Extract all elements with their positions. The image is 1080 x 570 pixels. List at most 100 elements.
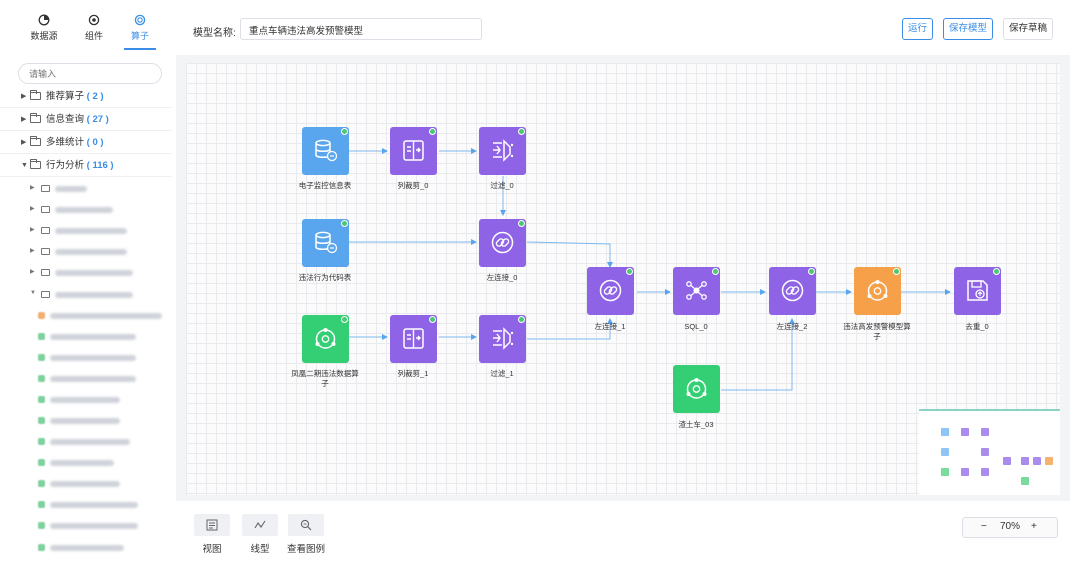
operator-icon [38,312,45,319]
minimap-node [961,428,969,436]
tab-datasource[interactable]: 数据源 [20,8,68,48]
line-type-tool[interactable]: 线型 [240,514,280,555]
node-column-crop-1[interactable] [390,315,437,363]
run-button[interactable]: 运行 [902,18,933,40]
tree-leaf[interactable] [0,347,172,368]
view-tool[interactable]: 视图 [192,514,232,555]
tab-operator[interactable]: 算子 [116,8,164,50]
tree-item-behavior[interactable]: ▼ 行为分析 ( 116 ) [0,154,172,177]
node-muck-truck-03[interactable] [673,365,720,413]
tree-leaf[interactable] [0,305,172,326]
tree-leaf[interactable] [0,515,172,536]
component-icon [88,14,100,26]
operator-icon [38,417,45,424]
edge [721,318,795,391]
success-check-icon [993,268,1000,275]
node-phoenix-violation-operator[interactable] [302,315,349,363]
tab-component[interactable]: 组件 [70,8,118,48]
legend-tool[interactable]: 查看图例 [286,514,326,555]
search-input[interactable] [18,63,162,84]
minimap-node [941,468,949,476]
edge [526,241,613,268]
minimap-node [981,428,989,436]
caret-right-icon: ▶ [30,248,35,254]
operator-icon [38,354,45,361]
minimap-node [1021,457,1029,465]
operator-icon [686,378,707,399]
tree-leaf[interactable] [0,537,172,558]
view-icon [206,519,218,531]
success-check-icon [341,220,348,227]
node-filter-1[interactable] [479,315,526,363]
tree-subfolder[interactable]: ▼ [0,284,172,305]
node-column-crop-0[interactable] [390,127,437,175]
database-icon [315,139,338,162]
caret-right-icon: ▶ [30,269,35,275]
node-dedupe-0[interactable] [954,267,1001,315]
node-label: 去重_0 [965,322,989,331]
success-check-icon [808,268,815,275]
folder-icon [41,185,50,192]
node-label: 左连接_2 [776,322,808,331]
zoom-level: 70% [1000,521,1021,532]
tree-subfolder[interactable]: ▶ [0,199,172,220]
folder-icon [30,90,41,100]
minimap-node [1003,457,1011,465]
node-left-join-0[interactable] [479,219,526,267]
node-label: 违法行为代码表 [298,273,352,282]
tree-leaf[interactable] [0,452,172,473]
minimap-node [1033,457,1041,465]
tree-leaf[interactable] [0,473,172,494]
tree-subfolder[interactable]: ▶ [0,262,172,283]
node-violation-warning-model[interactable] [854,267,901,315]
node-left-join-1[interactable] [587,267,634,315]
tree-leaf[interactable] [0,431,172,452]
tree-subfolder[interactable]: ▶ [0,220,172,241]
zoom-out-button[interactable]: − [981,521,987,532]
success-check-icon [893,268,900,275]
save-model-button[interactable]: 保存模型 [943,18,993,40]
success-check-icon [341,128,348,135]
left-sidebar: 数据源 组件 算子 ▶ 推荐算子 ( 2 ) ▶ 信息查询 ( 27 ) ▶ 多… [0,0,172,570]
node-filter-0[interactable] [479,127,526,175]
edge [527,318,613,340]
save-icon [967,280,988,301]
node-electronic-monitoring-table[interactable] [302,127,349,175]
minimap-node [981,468,989,476]
tree-subfolder[interactable]: ▶ [0,241,172,262]
tree-leaf[interactable] [0,410,172,431]
tab-label: 组件 [84,31,103,41]
folder-icon [41,269,50,276]
model-name-input[interactable]: 重点车辆违法高发预警模型 [240,18,482,40]
tree-leaf[interactable] [0,389,172,410]
caret-right-icon: ▶ [21,139,27,146]
tree-leaf[interactable] [0,326,172,347]
operator-icon [38,438,45,445]
flow-canvas[interactable]: 电子监控信息表 列裁剪_0 过滤_0 违法行为代码表 左连接_0 凤凰二期违法数… [186,63,1060,495]
node-label: 列裁剪_1 [397,369,429,378]
operator-icon [38,375,45,382]
save-draft-button[interactable]: 保存草稿 [1003,18,1053,40]
node-label: 违法高发预警模型算子 [843,322,911,341]
success-check-icon [626,268,633,275]
caret-right-icon: ▶ [21,93,27,100]
tree-item-info-query[interactable]: ▶ 信息查询 ( 27 ) [0,108,172,131]
filter-icon [493,327,514,350]
operator-icon [38,333,45,340]
tree-leaf[interactable] [0,494,172,515]
node-left-join-2[interactable] [769,267,816,315]
zoom-in-button[interactable]: + [1031,521,1037,532]
minimap[interactable] [919,409,1060,495]
node-sql-0[interactable] [673,267,720,315]
tree-subfolder[interactable]: ▶ [0,178,172,199]
tree-item-multidim[interactable]: ▶ 多维统计 ( 0 ) [0,131,172,154]
tree-item-recommended[interactable]: ▶ 推荐算子 ( 2 ) [0,85,172,108]
folder-icon [41,248,50,255]
minimap-node [941,448,949,456]
minimap-node [1045,457,1053,465]
tree-leaf[interactable] [0,368,172,389]
folder-icon [30,113,41,123]
minimap-node [961,468,969,476]
caret-right-icon: ▶ [30,185,35,191]
node-violation-code-table[interactable] [302,219,349,267]
